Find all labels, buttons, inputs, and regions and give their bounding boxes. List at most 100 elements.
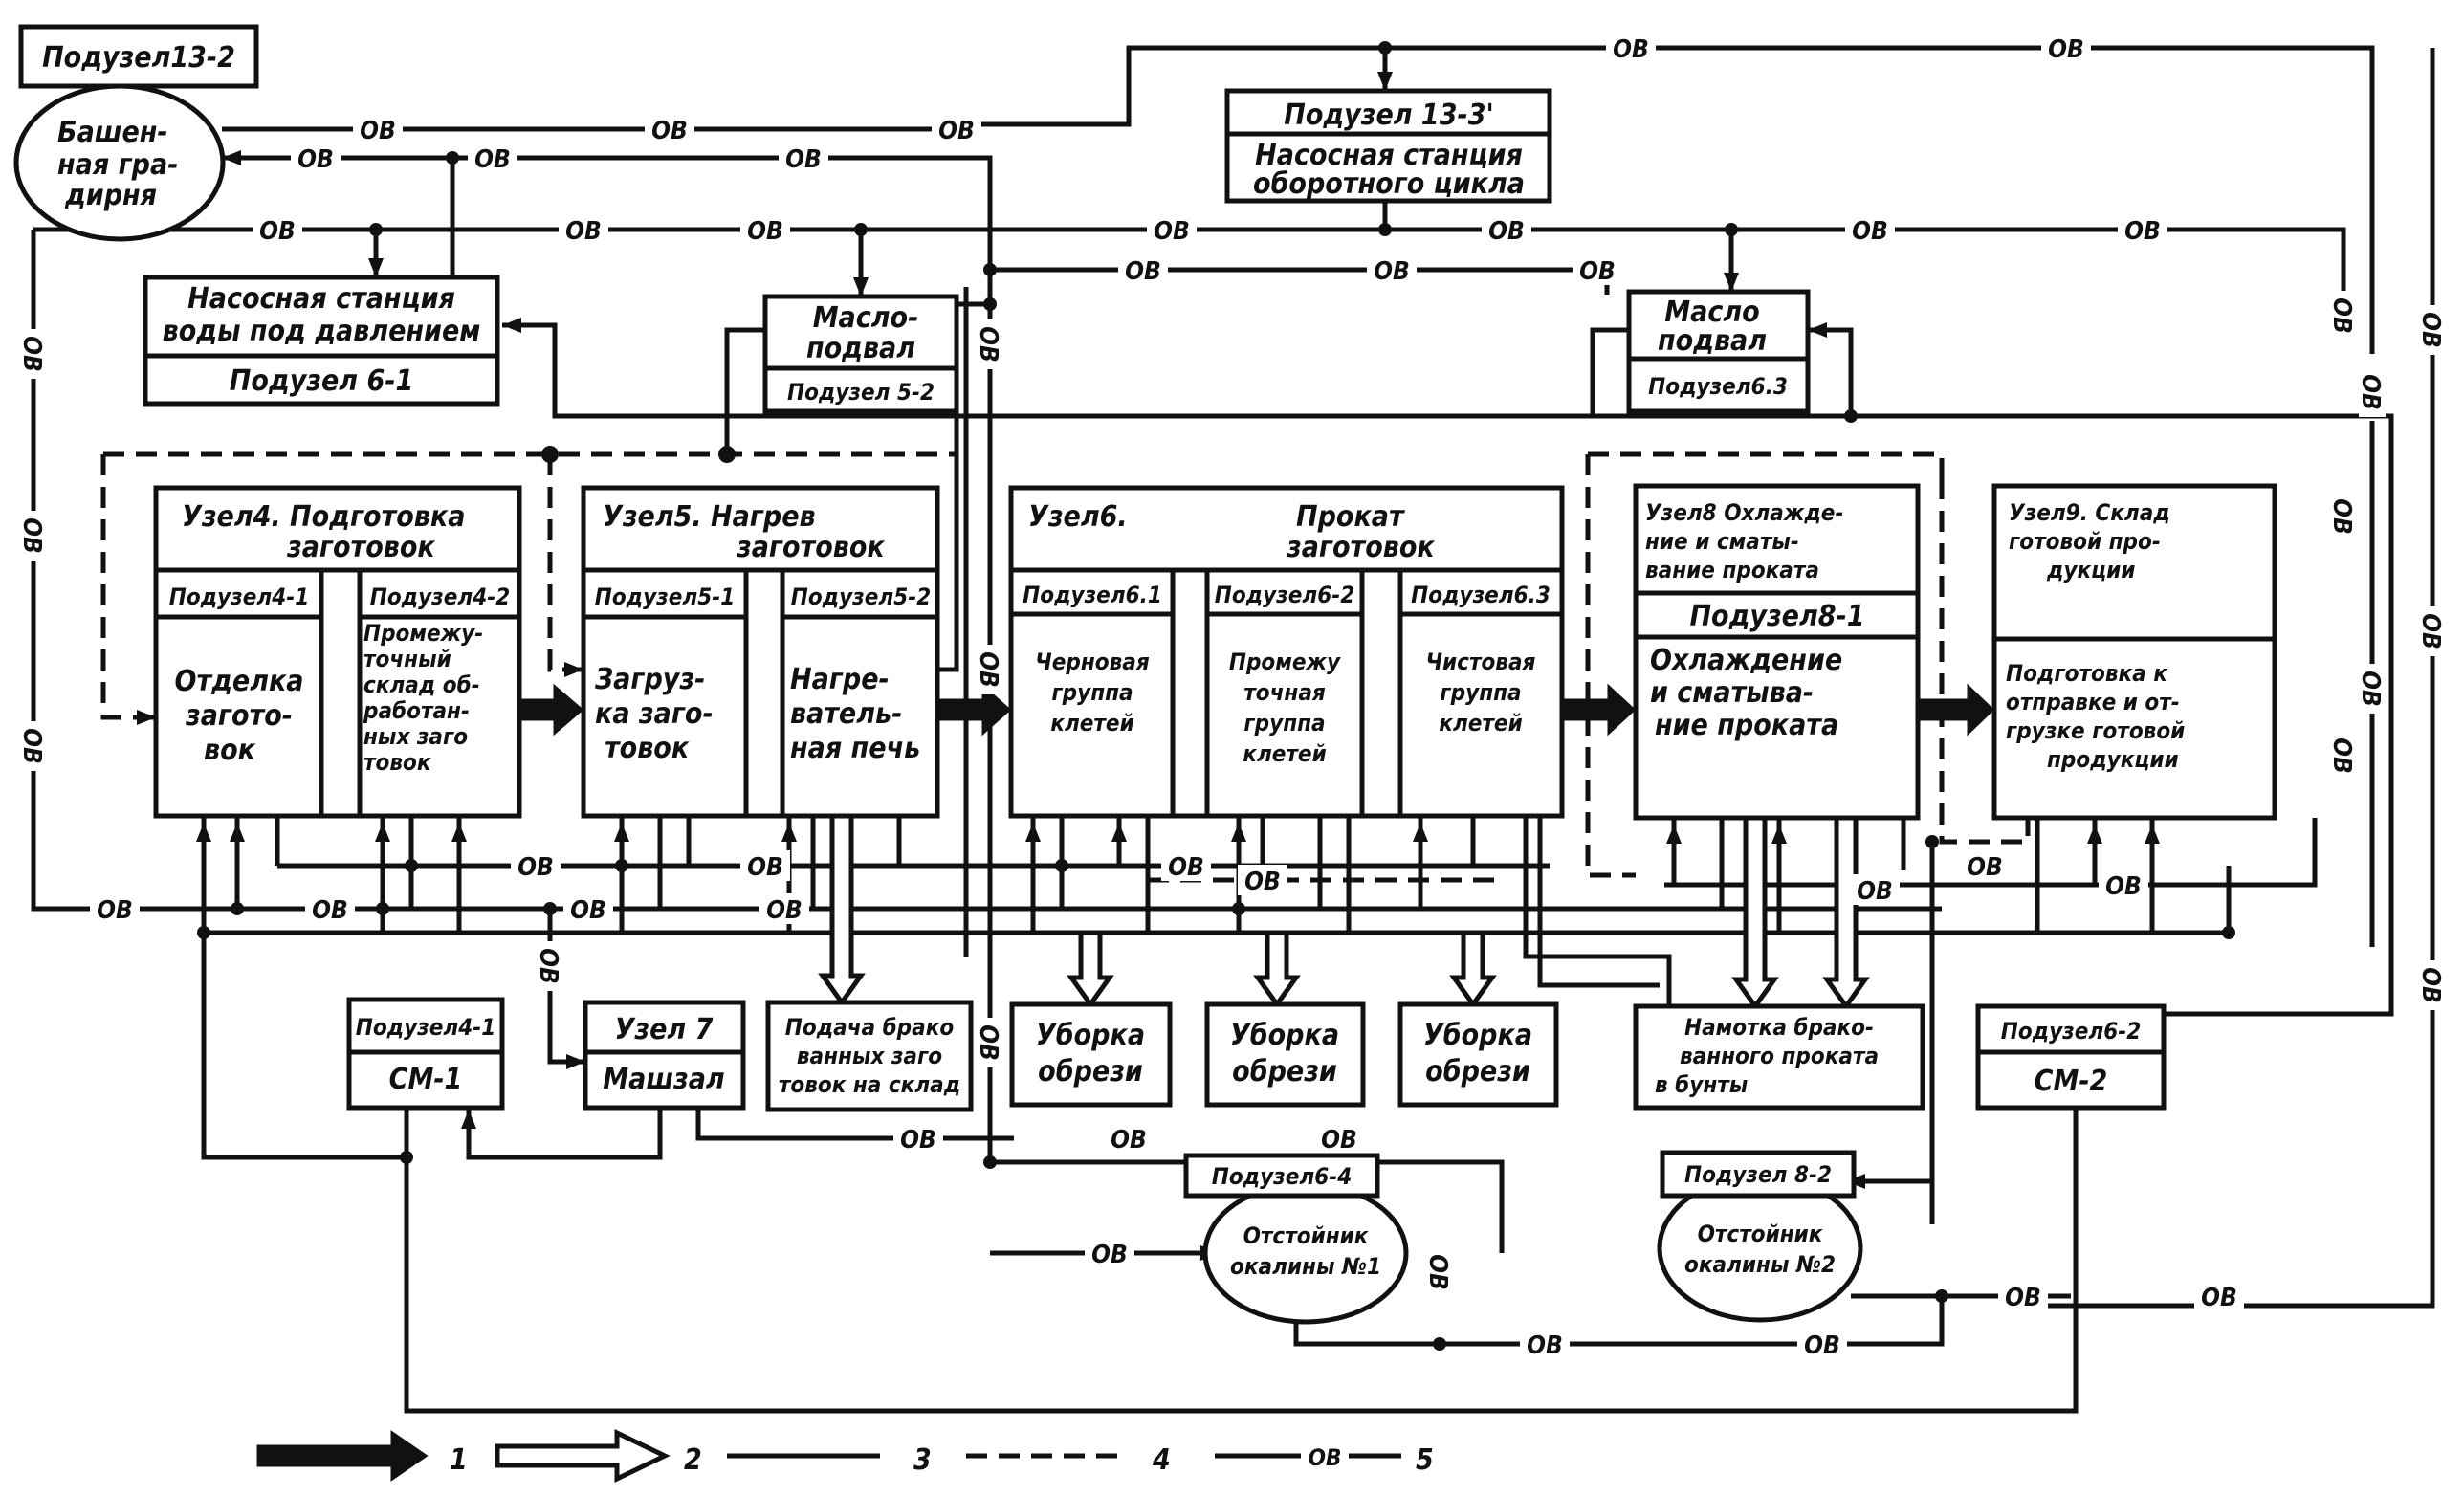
node-13-3[interactable]: Подузел 13-3' Насосная станция оборотног… — [1224, 88, 1552, 204]
svg-text:OB: OB — [1321, 1126, 1357, 1155]
node-4-1-body-2: загото- — [185, 699, 293, 733]
node-reject-coiling[interactable]: Намотка брако- ванного проката в бунты — [1633, 1003, 1925, 1111]
ob-pipe-label: OB — [2194, 1281, 2244, 1312]
ob-pipe-label: OB — [253, 214, 302, 246]
svg-text:OB: OB — [900, 1126, 936, 1155]
svg-text:OB: OB — [97, 896, 133, 925]
settler-1-line-1: Отстойник — [1243, 1222, 1370, 1249]
node-9-title-2: готовой про- — [2009, 528, 2161, 555]
node-13-2[interactable]: Подузел13-2 Башен- ная гра- дирня — [13, 24, 259, 242]
junction-dots — [197, 41, 2235, 1351]
oil-5-2-title-1: Масло- — [813, 301, 919, 335]
ob-pipe-label: OB — [468, 143, 517, 174]
svg-text:OB: OB — [474, 145, 511, 174]
svg-text:OB: OB — [259, 217, 296, 246]
sm-2-body: СМ-2 — [2035, 1065, 2108, 1098]
svg-text:OB: OB — [2105, 872, 2142, 901]
node-9-finished-goods-warehouse[interactable]: Узел9. Склад готовой про- дукции Подгото… — [1991, 483, 2277, 821]
node-6-2-body-3: группа — [1243, 710, 1325, 737]
settler-2-line-1: Отстойник — [1698, 1221, 1824, 1247]
node-oil-basement-6-3[interactable]: Масло подвал Подузел6.3 — [1626, 289, 1811, 414]
ob-pipe-label: OB — [1118, 254, 1168, 286]
node-9-body-1: Подготовка к — [2006, 660, 2168, 687]
legend: 1 2 3 4 OB 5 — [256, 1429, 1434, 1483]
ob-pipe-label: OB — [759, 893, 809, 925]
node-4-1-body-1: Отделка — [175, 665, 304, 698]
svg-text:OB: OB — [2416, 967, 2445, 1003]
ob-pipe-label: OB — [17, 721, 47, 771]
trim-3-line-1: Уборка — [1423, 1019, 1532, 1052]
svg-text:OB: OB — [1967, 853, 2003, 882]
legend-number-5: 5 — [1416, 1443, 1434, 1477]
node-6-2-body-4: клетей — [1243, 740, 1326, 767]
node-6-billet-rolling[interactable]: Узел6. Прокат заготовок Подузел6.1 Подуз… — [1008, 485, 1565, 819]
node-reject-billet-feed[interactable]: Подача брако ванных заго товок на склад — [765, 1000, 974, 1112]
svg-text:OB: OB — [1804, 1331, 1840, 1360]
node-pump-station-pressure[interactable]: Насосная станция воды под давлением Поду… — [143, 275, 500, 407]
ob-pipe-label: OB — [1850, 874, 1900, 906]
trim-2-line-1: Уборка — [1230, 1019, 1339, 1052]
svg-text:OB: OB — [2327, 498, 2356, 535]
legend-number-4: 4 — [1152, 1443, 1171, 1477]
node-7-machine-hall[interactable]: Узел 7 Машзал — [583, 1000, 746, 1111]
node-7-label: Узел 7 — [615, 1013, 714, 1046]
node-5-billet-heating[interactable]: Узел5. Нагрев заготовок Подузел5-1 Подуз… — [581, 485, 940, 819]
node-scale-settler-1[interactable]: Подузел6-4 Отстойник окалины №1 — [1183, 1153, 1409, 1325]
ob-pipe-label: OB — [2416, 606, 2446, 656]
ob-pipe-label: OB — [1238, 865, 1287, 896]
svg-text:OB: OB — [2005, 1284, 2041, 1312]
svg-text:OB: OB — [2356, 374, 2385, 410]
node-trim-removal-3[interactable]: Уборка обрези — [1397, 1001, 1559, 1108]
svg-text:OB: OB — [1527, 1331, 1563, 1360]
legend-number-3: 3 — [913, 1443, 932, 1477]
node-5-2-label: Подузел5-2 — [791, 583, 931, 610]
svg-text:OB: OB — [517, 853, 554, 882]
node-5-title-1: Узел5. Нагрев — [603, 500, 816, 534]
ob-pipe-label: OB — [1147, 214, 1197, 246]
node-8-title-3: вание проката — [1645, 557, 1819, 583]
node-8-cooling-coiling[interactable]: Узел8 Охлажде- ние и сматы- вание прокат… — [1633, 483, 1921, 821]
ob-pipe-label: OB — [2118, 214, 2167, 246]
svg-text:OB: OB — [565, 217, 602, 246]
node-4-1-label: Подузел4-1 — [169, 583, 309, 610]
ob-pipe-label: OB — [1423, 1247, 1453, 1297]
ob-pipe-label: OB — [974, 645, 1003, 694]
node-13-3-title-1: Насосная станция — [1255, 139, 1523, 172]
node-4-billet-preparation[interactable]: Узел4. Подготовка заготовок Подузел4-1 П… — [153, 485, 522, 819]
ob-pipe-label: OB — [2327, 492, 2357, 541]
pipe-ob-282 — [990, 267, 1610, 295]
node-sm-2[interactable]: Подузел6-2 СМ-2 — [1975, 1003, 2167, 1111]
svg-text:OB: OB — [651, 117, 688, 145]
svg-text:OB: OB — [2327, 297, 2356, 334]
node-oil-basement-5-2[interactable]: Масло- подвал Подузел 5-2 — [762, 294, 959, 414]
node-6-1-label: Подузел6.1 — [1023, 582, 1162, 608]
pump-pressure-title-2: воды под давлением — [163, 315, 481, 348]
ob-pipe-label: OB — [559, 214, 608, 246]
node-4-2-body-4: работан- — [363, 697, 470, 724]
node-trim-removal-1[interactable]: Уборка обрези — [1009, 1001, 1173, 1108]
node-6-title-2: Прокат — [1296, 500, 1405, 534]
ob-pipe-label: OB — [974, 319, 1003, 369]
sm-2-label: Подузел6-2 — [2001, 1018, 2141, 1045]
node-6-1-body-3: клетей — [1050, 710, 1133, 737]
node-8-body-1: Охлаждение — [1650, 644, 1842, 677]
ob-pipe-label: OB — [2327, 731, 2357, 781]
node-sm-1[interactable]: Подузел4-1 СМ-1 — [346, 997, 505, 1111]
node-scale-settler-2[interactable]: Подузел 8-2 Отстойник окалины №2 — [1657, 1150, 1863, 1323]
svg-text:OB: OB — [2201, 1284, 2237, 1312]
ob-pipe-label: OB — [932, 114, 981, 145]
node-13-3-label: Подузел 13-3' — [1284, 99, 1494, 132]
svg-text:OB: OB — [785, 145, 822, 174]
node-8-1-label: Подузел8-1 — [1689, 600, 1864, 633]
svg-text:OB: OB — [17, 728, 46, 764]
node-9-body-2: отправке и от- — [2006, 689, 2180, 715]
node-trim-removal-2[interactable]: Уборка обрези — [1204, 1001, 1366, 1108]
svg-text:OB: OB — [1613, 35, 1649, 64]
coil-reject-line-1: Намотка брако- — [1684, 1014, 1874, 1041]
sm-1-body: СМ-1 — [389, 1063, 463, 1096]
svg-text:OB: OB — [974, 1024, 1002, 1061]
ob-pipe-label: OB — [2099, 869, 2148, 901]
node-9-title-3: дукции — [2046, 557, 2135, 583]
node-4-2-body-6: товок — [363, 749, 432, 776]
node-13-2-label-box — [18, 24, 259, 89]
